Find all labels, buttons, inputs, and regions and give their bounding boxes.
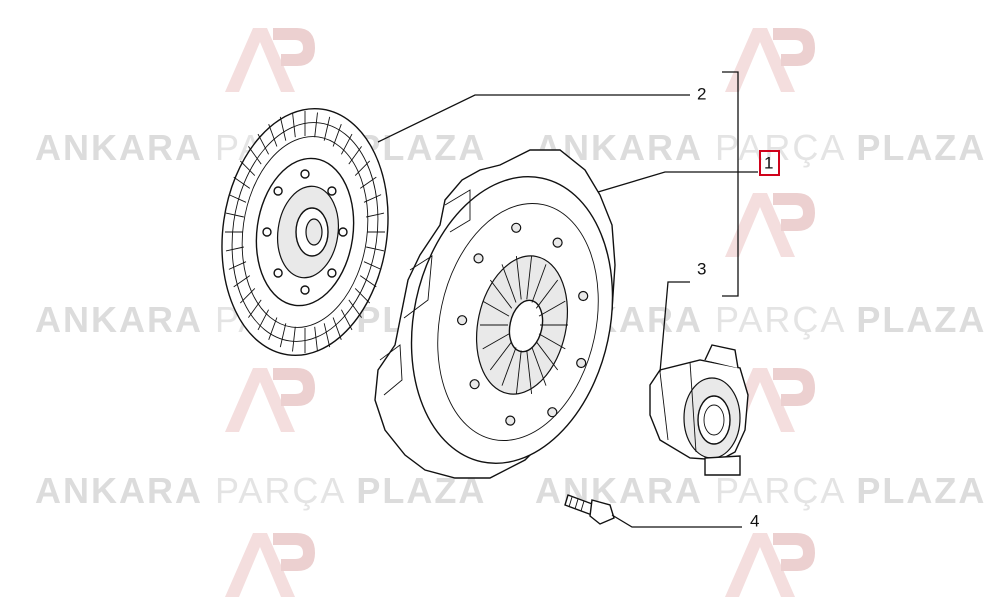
damper-window	[338, 227, 348, 237]
cover-rivet	[578, 290, 589, 302]
cover-rivets	[457, 222, 589, 426]
lining-segment	[233, 275, 251, 288]
watermark-logo-mark	[725, 533, 815, 597]
lining-segment	[354, 160, 371, 176]
damper-window	[273, 268, 283, 278]
lining-segment	[248, 299, 262, 318]
lining-segment	[233, 176, 251, 189]
pressure-plate-part[interactable]	[374, 149, 638, 482]
lining-segment	[239, 288, 256, 304]
diaphragm-finger	[489, 341, 513, 371]
lining-segment	[341, 133, 353, 155]
lining-segment	[348, 146, 362, 165]
lining-segment	[225, 246, 244, 252]
lining-segment	[279, 323, 287, 348]
lining-segment	[248, 146, 262, 165]
clutch-disc-part[interactable]	[207, 98, 404, 366]
cover-rivet	[505, 415, 516, 426]
watermark-logo-mark	[725, 193, 815, 257]
damper-window	[327, 186, 337, 196]
lining-segment	[228, 194, 247, 203]
callout-1[interactable]: 1	[764, 153, 773, 172]
diaphragm-finger	[501, 264, 517, 303]
lining-segment	[348, 299, 362, 318]
lining-segment	[354, 288, 371, 304]
lining-segment	[314, 326, 318, 352]
release-bearing-part[interactable]	[649, 344, 749, 476]
lining-segment	[363, 261, 382, 270]
lining-segment	[228, 261, 247, 270]
diaphragm-finger	[482, 300, 510, 317]
watermark-text: ANKARA PARÇA PLAZA	[35, 470, 486, 511]
damper-window	[262, 227, 272, 237]
cover-rivet	[457, 315, 468, 326]
diaphragm-finger	[531, 264, 547, 303]
diaphragm-finger	[526, 256, 533, 300]
lining-segment	[292, 326, 296, 352]
watermark-logo-mark	[225, 368, 315, 432]
lining-segment	[257, 133, 269, 155]
damper-window	[300, 169, 310, 179]
diaphragm-finger	[531, 347, 547, 386]
watermark-text: ANKARA PARÇA PLAZA	[535, 127, 986, 168]
lining-segment	[366, 246, 385, 252]
lining-segment	[225, 212, 244, 218]
diaphragm-finger	[482, 333, 510, 350]
bolt-part[interactable]	[564, 494, 615, 525]
callout-1-highlight-box	[759, 150, 780, 176]
lining-segment	[292, 112, 296, 138]
watermark-logo-mark	[225, 533, 315, 597]
cover-rivet	[469, 379, 480, 390]
lining-segment	[239, 160, 256, 176]
diaphragm-finger	[515, 256, 522, 300]
lining-segment	[332, 124, 342, 147]
diaphragm-finger	[535, 279, 559, 309]
cover-rivet	[473, 253, 484, 264]
damper-window	[327, 268, 337, 278]
watermark-logo-mark	[725, 28, 815, 92]
callout-2[interactable]: 2	[697, 84, 706, 103]
diaphragm-finger	[538, 333, 566, 350]
diaphragm-finger	[489, 279, 513, 309]
damper-window	[273, 186, 283, 196]
diaphragm-finger	[515, 350, 522, 394]
lining-segment	[314, 112, 318, 138]
diaphragm-finger	[538, 300, 566, 317]
watermark-logo-mark	[225, 28, 315, 92]
lining-segment	[257, 309, 269, 331]
lining-segment	[359, 176, 377, 189]
cover-rivet	[547, 407, 558, 418]
diaphragm-spring-fingers	[480, 256, 568, 394]
lining-segment	[363, 194, 382, 203]
cover-rivet	[576, 357, 587, 369]
lining-segment	[359, 275, 377, 288]
watermark-logos	[225, 28, 815, 597]
lining-segment	[268, 124, 278, 147]
diaphragm-finger	[535, 341, 559, 371]
lining-segment	[332, 317, 342, 340]
callout-3[interactable]: 3	[697, 259, 706, 278]
diaphragm-finger	[526, 350, 533, 394]
lining-segment	[268, 317, 278, 340]
friction-lining-segments	[225, 111, 385, 353]
lining-segment	[323, 116, 331, 141]
cover-rivet	[511, 222, 522, 233]
watermark-text: ANKARA PARÇA PLAZA	[535, 470, 986, 511]
diaphragm-finger	[501, 347, 517, 386]
leader-lines	[377, 71, 758, 528]
lining-segment	[323, 323, 331, 348]
lining-segment	[279, 116, 287, 141]
callout-4[interactable]: 4	[750, 511, 759, 530]
damper-spring-windows	[262, 169, 348, 295]
cover-rivet	[552, 237, 563, 248]
damper-window	[300, 285, 310, 295]
lining-segment	[366, 212, 385, 218]
lining-segment	[341, 309, 353, 331]
callout-labels: 2 1 3 4	[697, 84, 780, 530]
